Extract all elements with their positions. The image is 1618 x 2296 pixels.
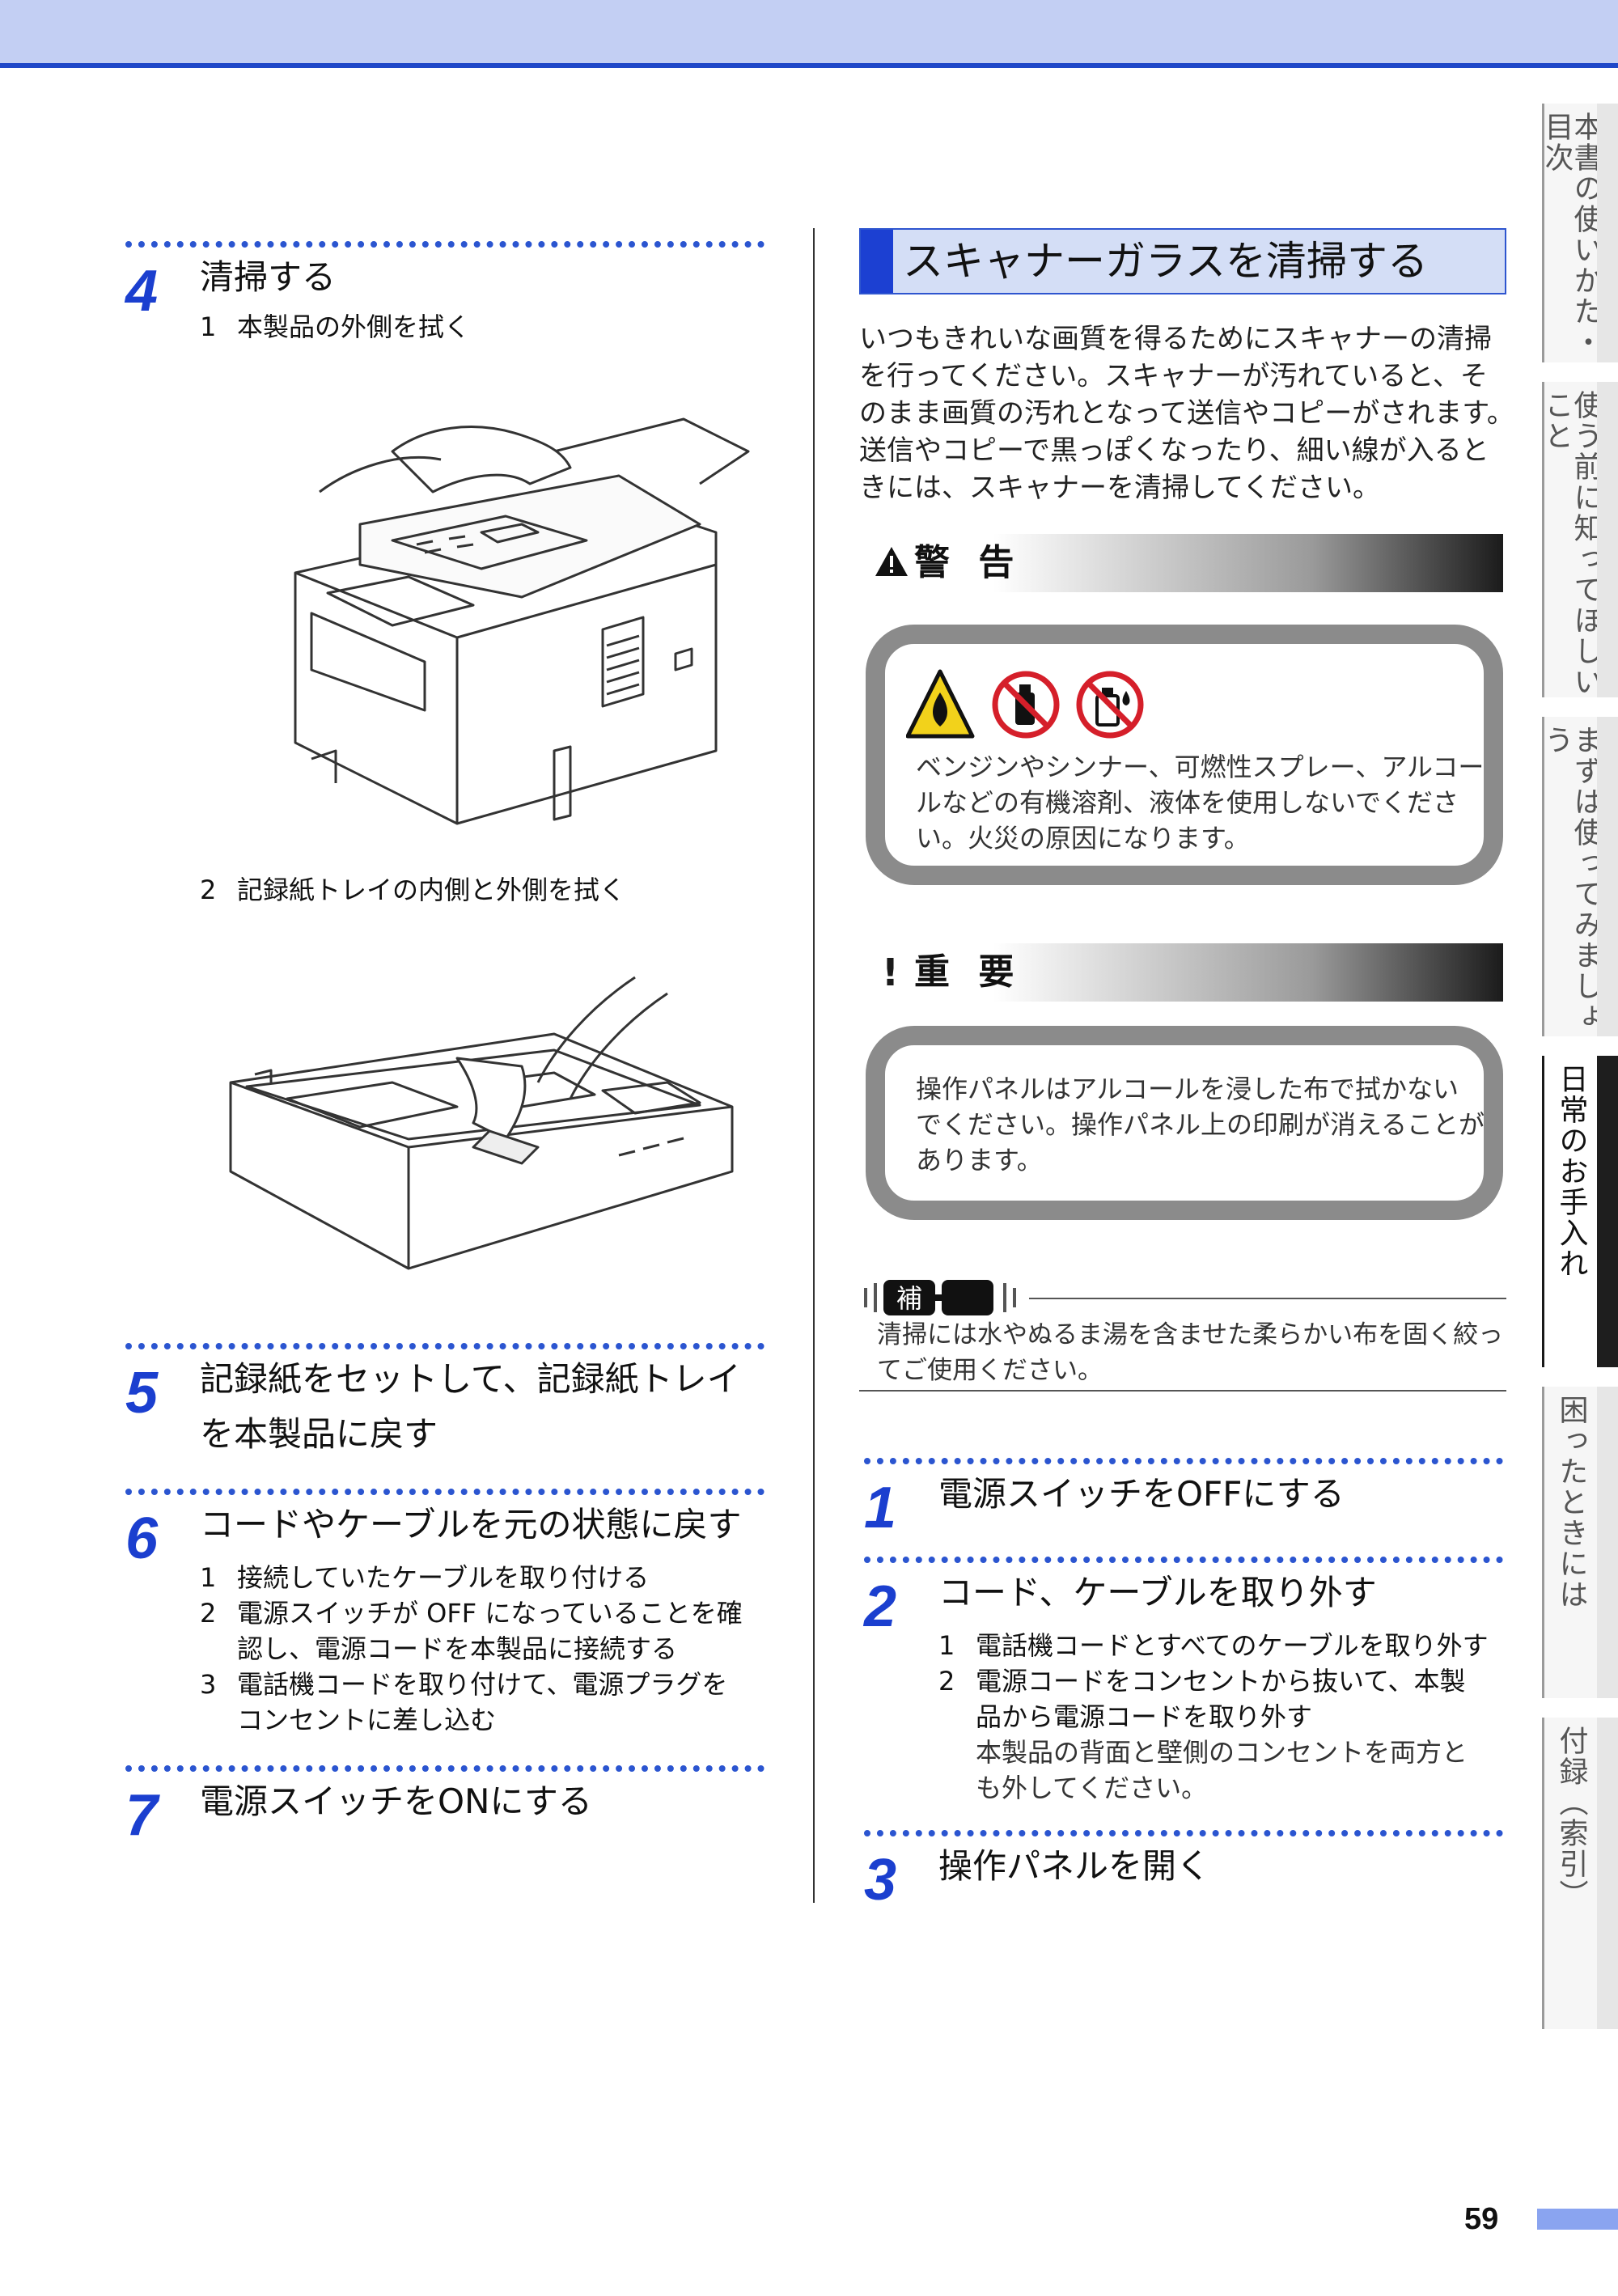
- supplement-bottom-rule: [859, 1390, 1506, 1392]
- important-text: 操作パネルはアルコールを浸した布で拭かない でください。操作パネル上の印刷が消え…: [916, 1074, 1485, 1176]
- tab-appendix[interactable]: 付録（索引）: [1542, 1718, 1618, 2029]
- step-number: 4: [125, 259, 159, 324]
- header-band: [0, 0, 1618, 63]
- warning-text: ベンジンやシンナー、可燃性スプレー、アルコー ルなどの有機溶剤、液体を使用しない…: [916, 752, 1485, 854]
- hazard-icons: [906, 669, 1144, 739]
- tab-before-use[interactable]: 使う前に知ってほしいこと: [1540, 382, 1618, 697]
- fire-warning-icon: [906, 669, 975, 739]
- dotted-rule: [864, 1830, 1503, 1836]
- step-number: 1: [864, 1476, 897, 1540]
- step-substep-cont: 品から電源コードを取り外す: [976, 1701, 1313, 1732]
- page-number: 59: [1464, 2202, 1499, 2236]
- section-title-text: スキャナーガラスを清掃する: [903, 238, 1428, 285]
- step-number: 7: [125, 1783, 159, 1848]
- warning-box: ベンジンやシンナー、可燃性スプレー、アルコー ルなどの有機溶剤、液体を使用しない…: [866, 625, 1503, 885]
- dotted-rule: [125, 1765, 765, 1772]
- step-title: コードやケーブルを元の状態に戻す: [200, 1505, 742, 1544]
- dotted-rule: [125, 241, 765, 248]
- column-divider: [813, 228, 815, 1903]
- section-title-bar: [861, 230, 893, 293]
- supplement-rule: [1029, 1298, 1506, 1299]
- step-note-cont: も外してください。: [976, 1773, 1208, 1803]
- tab-label: まずは使ってみましょう: [1540, 725, 1603, 1032]
- section-title: スキャナーガラスを清掃する: [859, 228, 1506, 294]
- exclamation-icon: !: [882, 951, 899, 994]
- step-substep-cont: 認し、電源コードを本製品に接続する: [237, 1633, 678, 1664]
- page-number-bar: [1537, 2209, 1618, 2230]
- step-title: 操作パネルを開く: [938, 1846, 1211, 1886]
- tab-how-to-use[interactable]: 本書の使いかた・目次: [1540, 104, 1618, 362]
- dotted-rule: [864, 1557, 1503, 1563]
- dotted-rule: [864, 1458, 1503, 1464]
- warning-label: 警 告: [914, 542, 1023, 583]
- tab-troubleshooting[interactable]: 困ったときには: [1542, 1387, 1618, 1698]
- chapter-tabs: 本書の使いかた・目次 使う前に知ってほしいこと まずは使ってみましょう 日常のお…: [1540, 104, 1618, 2048]
- dotted-rule: [125, 1489, 765, 1495]
- step-number: 2: [864, 1574, 897, 1639]
- fax-machine-illustration: [294, 417, 750, 825]
- right-step-1: 1 電源スイッチをOFFにする: [864, 1458, 1503, 1547]
- tab-getting-started[interactable]: まずは使ってみましょう: [1540, 717, 1618, 1036]
- right-step-3: 3 操作パネルを開く: [864, 1830, 1503, 1919]
- supplement-badge-icon: 補: [864, 1280, 1016, 1315]
- step-number: 5: [125, 1361, 159, 1425]
- step-title: 電源スイッチをONにする: [200, 1781, 592, 1821]
- supplement-text: 清掃には水やぬるま湯を含ませた柔らかい布を固く絞っ てご使用ください。: [877, 1320, 1504, 1385]
- tab-label: 使う前に知ってほしいこと: [1540, 390, 1603, 697]
- step-7: 7 電源スイッチをONにする: [125, 1765, 765, 1854]
- step-title-cont: を本製品に戻す: [200, 1414, 438, 1454]
- intro-paragraph: いつもきれいな画質を得るためにスキャナーの清掃 を行ってください。スキャナーが汚…: [859, 323, 1514, 504]
- tab-maintenance[interactable]: 日常のお手入れ: [1542, 1056, 1618, 1367]
- important-box: 操作パネルはアルコールを浸した布で拭かない でください。操作パネル上の印刷が消え…: [866, 1026, 1503, 1220]
- step-title: 記録紙をセットして、記録紙トレイ: [200, 1359, 741, 1399]
- paper-tray-illustration: [229, 976, 734, 1270]
- step-title: 電源スイッチをOFFにする: [938, 1474, 1345, 1514]
- warning-banner: 警 告: [866, 534, 1503, 592]
- warning-triangle-icon: [875, 547, 908, 576]
- tab-label: 困ったときには: [1554, 1395, 1588, 1610]
- step-title: 清掃する: [200, 257, 337, 297]
- step-title: コード、ケーブルを取り外す: [938, 1573, 1377, 1612]
- tab-label: 付録（索引）: [1554, 1726, 1588, 1910]
- no-spray-icon: [992, 671, 1060, 739]
- no-liquid-icon: [1076, 671, 1144, 739]
- step-number: 6: [125, 1506, 159, 1571]
- step-substep-cont: コンセントに差し込む: [237, 1705, 497, 1735]
- important-label: 重 要: [914, 951, 1023, 993]
- tab-label: 日常のお手入れ: [1554, 1064, 1588, 1279]
- step-5: 5 記録紙をセットして、記録紙トレイ を本製品に戻す: [125, 1343, 765, 1464]
- dotted-rule: [125, 1343, 765, 1349]
- step-number: 3: [864, 1848, 897, 1913]
- tab-label: 本書の使いかた・目次: [1540, 112, 1603, 358]
- header-rule: [0, 63, 1618, 68]
- step-note: 本製品の背面と壁側のコンセントを両方と: [976, 1737, 1468, 1768]
- important-banner: ! 重 要: [866, 943, 1503, 1002]
- supplement-badge-char: 補: [896, 1283, 922, 1314]
